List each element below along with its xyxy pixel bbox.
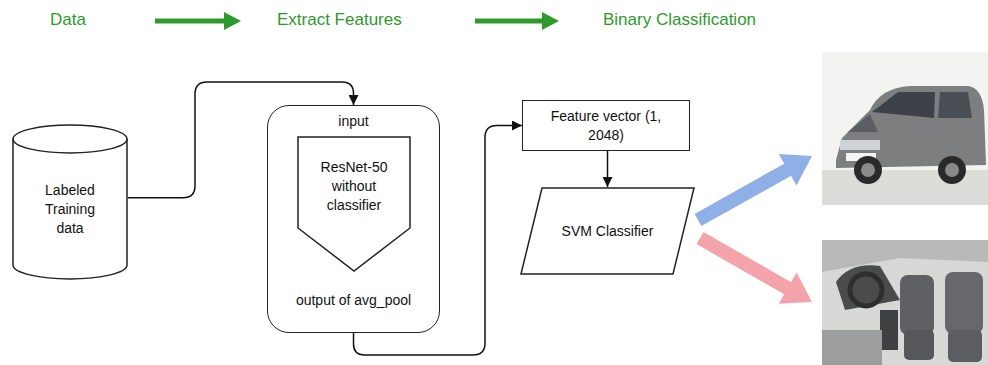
- stage-arrow-head: [542, 12, 559, 30]
- node-label: Labeled Training data: [30, 181, 110, 238]
- car-exterior-photo: [822, 52, 988, 205]
- class-arrow-blue-head: [779, 154, 812, 185]
- storage-cylinder: Labeled Training data: [12, 125, 128, 280]
- stage-arrow-head: [224, 12, 241, 30]
- flow-connector: [607, 151, 609, 187]
- model-pentagon: ResNet-50 without classifier: [297, 136, 411, 272]
- stage-arrow: [475, 19, 544, 24]
- node-label: Feature vector (1, 2048): [550, 107, 662, 145]
- class-arrow-pink: [700, 238, 789, 289]
- stage-label: Extract Features: [277, 10, 402, 30]
- node-label: SVM Classifier: [562, 222, 654, 241]
- classifier-parallelogram: SVM Classifier: [520, 187, 695, 275]
- class-arrow-blue: [698, 169, 789, 220]
- process-box: Feature vector (1, 2048): [522, 100, 690, 151]
- stage-label: Data: [50, 10, 86, 30]
- node-label: input: [338, 112, 368, 131]
- stage-label: Binary Classification: [603, 10, 756, 30]
- node-sublabel: output of avg_pool: [296, 291, 411, 310]
- node-label: ResNet-50 without classifier: [311, 158, 397, 215]
- stage-arrow: [155, 19, 226, 24]
- class-arrow-pink-head: [779, 273, 812, 304]
- car-interior-photo: [822, 240, 988, 365]
- model-container: input output of avg_pool ResNet-50 without…: [267, 105, 440, 333]
